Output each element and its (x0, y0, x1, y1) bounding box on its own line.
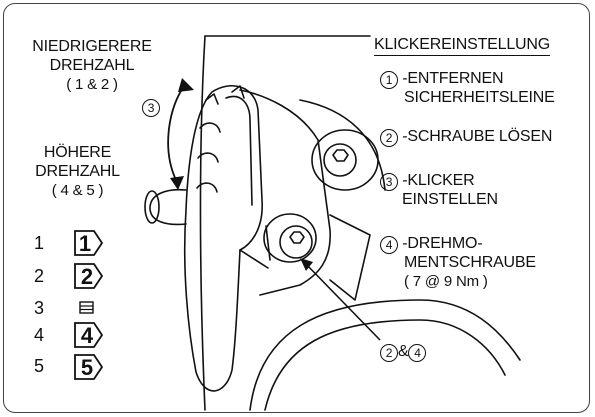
screw-head (279, 225, 313, 259)
clicker-symbol-5: 5 (74, 354, 104, 380)
notch-tooth-b (231, 85, 245, 99)
clicker-symbol-4: 4 (74, 322, 104, 348)
lever-outline (183, 84, 263, 392)
lower-speed-line2: DREHZAHL (49, 57, 135, 74)
right-bolt-head (323, 143, 357, 177)
notch-tooth-a (205, 93, 219, 105)
shaft-knob (149, 188, 187, 226)
screw-callout-label: 2&4 (380, 343, 427, 362)
lower-speed-line1: NIEDRIGERERE (32, 38, 152, 55)
svg-text:1: 1 (79, 231, 91, 256)
position-number-5: 5 (34, 356, 45, 376)
screw-hex (289, 231, 305, 244)
callout-arrowhead (300, 258, 313, 271)
step-1-line1: 1 -ENTFERNEN (380, 70, 504, 89)
step-4-line1: 4 -DREHMO- (380, 235, 483, 254)
rotation-arrow-head-top (178, 78, 194, 92)
clicker-symbol-2: 2 (74, 263, 104, 289)
plate-right-bracket (329, 214, 371, 301)
screw-body (263, 213, 317, 263)
rotation-arrow (167, 85, 185, 181)
housing-left-edge (199, 35, 206, 411)
housing-lower-curve-inner (264, 319, 506, 411)
step-1-line2: SICHERHEITSLEINE (404, 89, 555, 106)
step-2-line1: 2 -SCHRAUBE LÖSEN (380, 128, 552, 147)
shaft-knob-end (144, 190, 160, 224)
step-3-line1: 3 -KLICKER (380, 172, 475, 191)
svg-text:2: 2 (81, 264, 93, 289)
lower-speed-range: ( 1 & 2 ) (66, 76, 118, 93)
position-number-2: 2 (34, 266, 45, 286)
higher-speed-range: ( 4 & 5 ) (51, 182, 104, 199)
position-number-4: 4 (34, 325, 45, 345)
step-3-line2: EINSTELLEN (402, 191, 498, 208)
housing-lower-curve (249, 299, 521, 411)
higher-speed-line2: DREHZAHL (35, 163, 120, 180)
svg-text:5: 5 (81, 355, 93, 380)
clicker-symbol-3-neutral (79, 301, 94, 314)
notch-3 (196, 182, 218, 193)
position-number-3: 3 (34, 298, 45, 318)
screw-side (265, 225, 271, 261)
step-4-line3: ( 7 @ 9 Nm ) (404, 273, 488, 290)
lever-inner-edge (225, 95, 253, 206)
notch-1 (199, 122, 221, 133)
step-4-line2: MENTSCHRAUBE (404, 254, 536, 271)
callout-leader (303, 261, 381, 341)
svg-text:4: 4 (81, 323, 94, 348)
rotation-arrow-head-bottom (170, 176, 184, 190)
notch-2 (197, 152, 219, 163)
position-number-1: 1 (34, 233, 45, 253)
plate-outline (239, 89, 331, 296)
diagram-frame (3, 3, 590, 413)
right-bolt-hex (332, 149, 349, 162)
higher-speed-line1: HÖHERE (43, 144, 112, 161)
rotation-marker: 3 (142, 98, 160, 117)
clicker-symbol-1: 1 (74, 230, 104, 256)
instructions-title: KLICKEREINSTELLUNG (374, 36, 550, 56)
lower-link (239, 249, 269, 269)
